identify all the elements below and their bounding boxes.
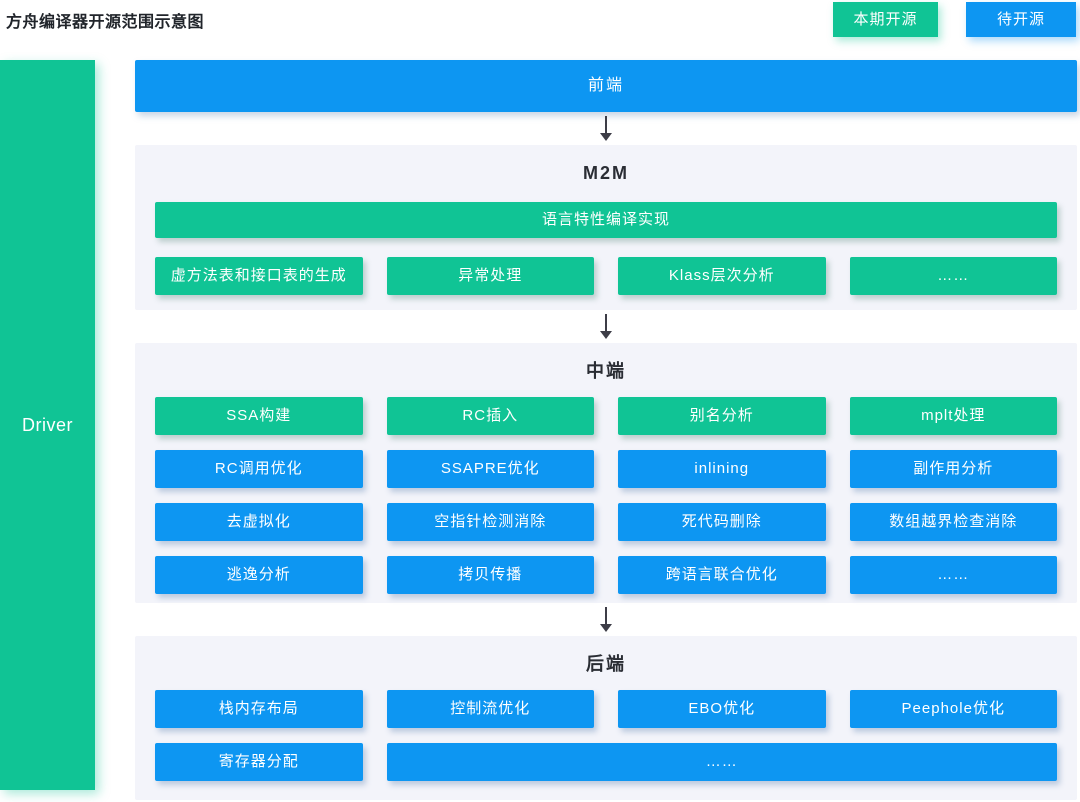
arrow-shaft [605, 116, 607, 133]
middle-title: 中端 [586, 361, 626, 381]
diagram-box: 数组越界检查消除 [849, 503, 1057, 541]
diagram-box: …… [849, 556, 1057, 594]
diagram-box: 虚方法表和接口表的生成 [155, 257, 363, 295]
diagram-box: 异常处理 [386, 257, 594, 295]
frontend-bar: 前端 [135, 60, 1077, 112]
diagram-box: RC插入 [386, 397, 594, 435]
middle-grid: SSA构建 RC插入 别名分析 mplt处理 RC调用优化 SSAPRE优化 i… [155, 397, 1057, 594]
diagram-box: 副作用分析 [849, 450, 1057, 488]
down-arrow-icon [135, 310, 1077, 343]
diagram-box: …… [386, 743, 1057, 781]
diagram-box: Peephole优化 [849, 690, 1057, 728]
m2m-title: M2M [583, 163, 629, 183]
arrow-head [600, 624, 612, 632]
legend-pending-chip: 待开源 [966, 2, 1076, 37]
arrow-head [600, 133, 612, 141]
diagram-box: SSAPRE优化 [386, 450, 594, 488]
diagram-box: 别名分析 [618, 397, 826, 435]
m2m-row: 虚方法表和接口表的生成 异常处理 Klass层次分析 …… [155, 257, 1057, 295]
diagram-box: 空指针检测消除 [386, 503, 594, 541]
diagram-box: 逃逸分析 [155, 556, 363, 594]
diagram-box: EBO优化 [618, 690, 826, 728]
diagram-box: 栈内存布局 [155, 690, 363, 728]
driver-bar: Driver [0, 60, 95, 790]
diagram-box: 跨语言联合优化 [618, 556, 826, 594]
diagram-box: inlining [618, 450, 826, 488]
diagram-box: 去虚拟化 [155, 503, 363, 541]
diagram-box: RC调用优化 [155, 450, 363, 488]
diagram-box: 拷贝传播 [386, 556, 594, 594]
diagram-box: Klass层次分析 [618, 257, 826, 295]
diagram-box: SSA构建 [155, 397, 363, 435]
down-arrow-icon [135, 603, 1077, 636]
arrow-shaft [605, 314, 607, 331]
backend-grid: 栈内存布局 控制流优化 EBO优化 Peephole优化 寄存器分配 …… [155, 690, 1057, 781]
arrow-shaft [605, 607, 607, 624]
legend-open-chip: 本期开源 [833, 2, 938, 37]
page-title: 方舟编译器开源范围示意图 [6, 14, 205, 31]
diagram-box: 死代码删除 [618, 503, 826, 541]
arrow-head [600, 331, 612, 339]
middle-panel: 中端 SSA构建 RC插入 别名分析 mplt处理 RC调用优化 SSAPRE优… [135, 343, 1077, 603]
diagram-box: 控制流优化 [386, 690, 594, 728]
diagram-box: 寄存器分配 [155, 743, 363, 781]
diagram-box: …… [849, 257, 1057, 295]
diagram-main: 前端 M2M 语言特性编译实现 虚方法表和接口表的生成 异常处理 Klass层次… [135, 60, 1077, 800]
language-feature-bar: 语言特性编译实现 [155, 202, 1057, 238]
m2m-panel: M2M 语言特性编译实现 虚方法表和接口表的生成 异常处理 Klass层次分析 … [135, 145, 1077, 310]
legend: 本期开源 待开源 [833, 2, 1076, 37]
backend-title: 后端 [586, 654, 626, 674]
diagram-box: mplt处理 [849, 397, 1057, 435]
backend-panel: 后端 栈内存布局 控制流优化 EBO优化 Peephole优化 寄存器分配 …… [135, 636, 1077, 800]
down-arrow-icon [135, 112, 1077, 145]
